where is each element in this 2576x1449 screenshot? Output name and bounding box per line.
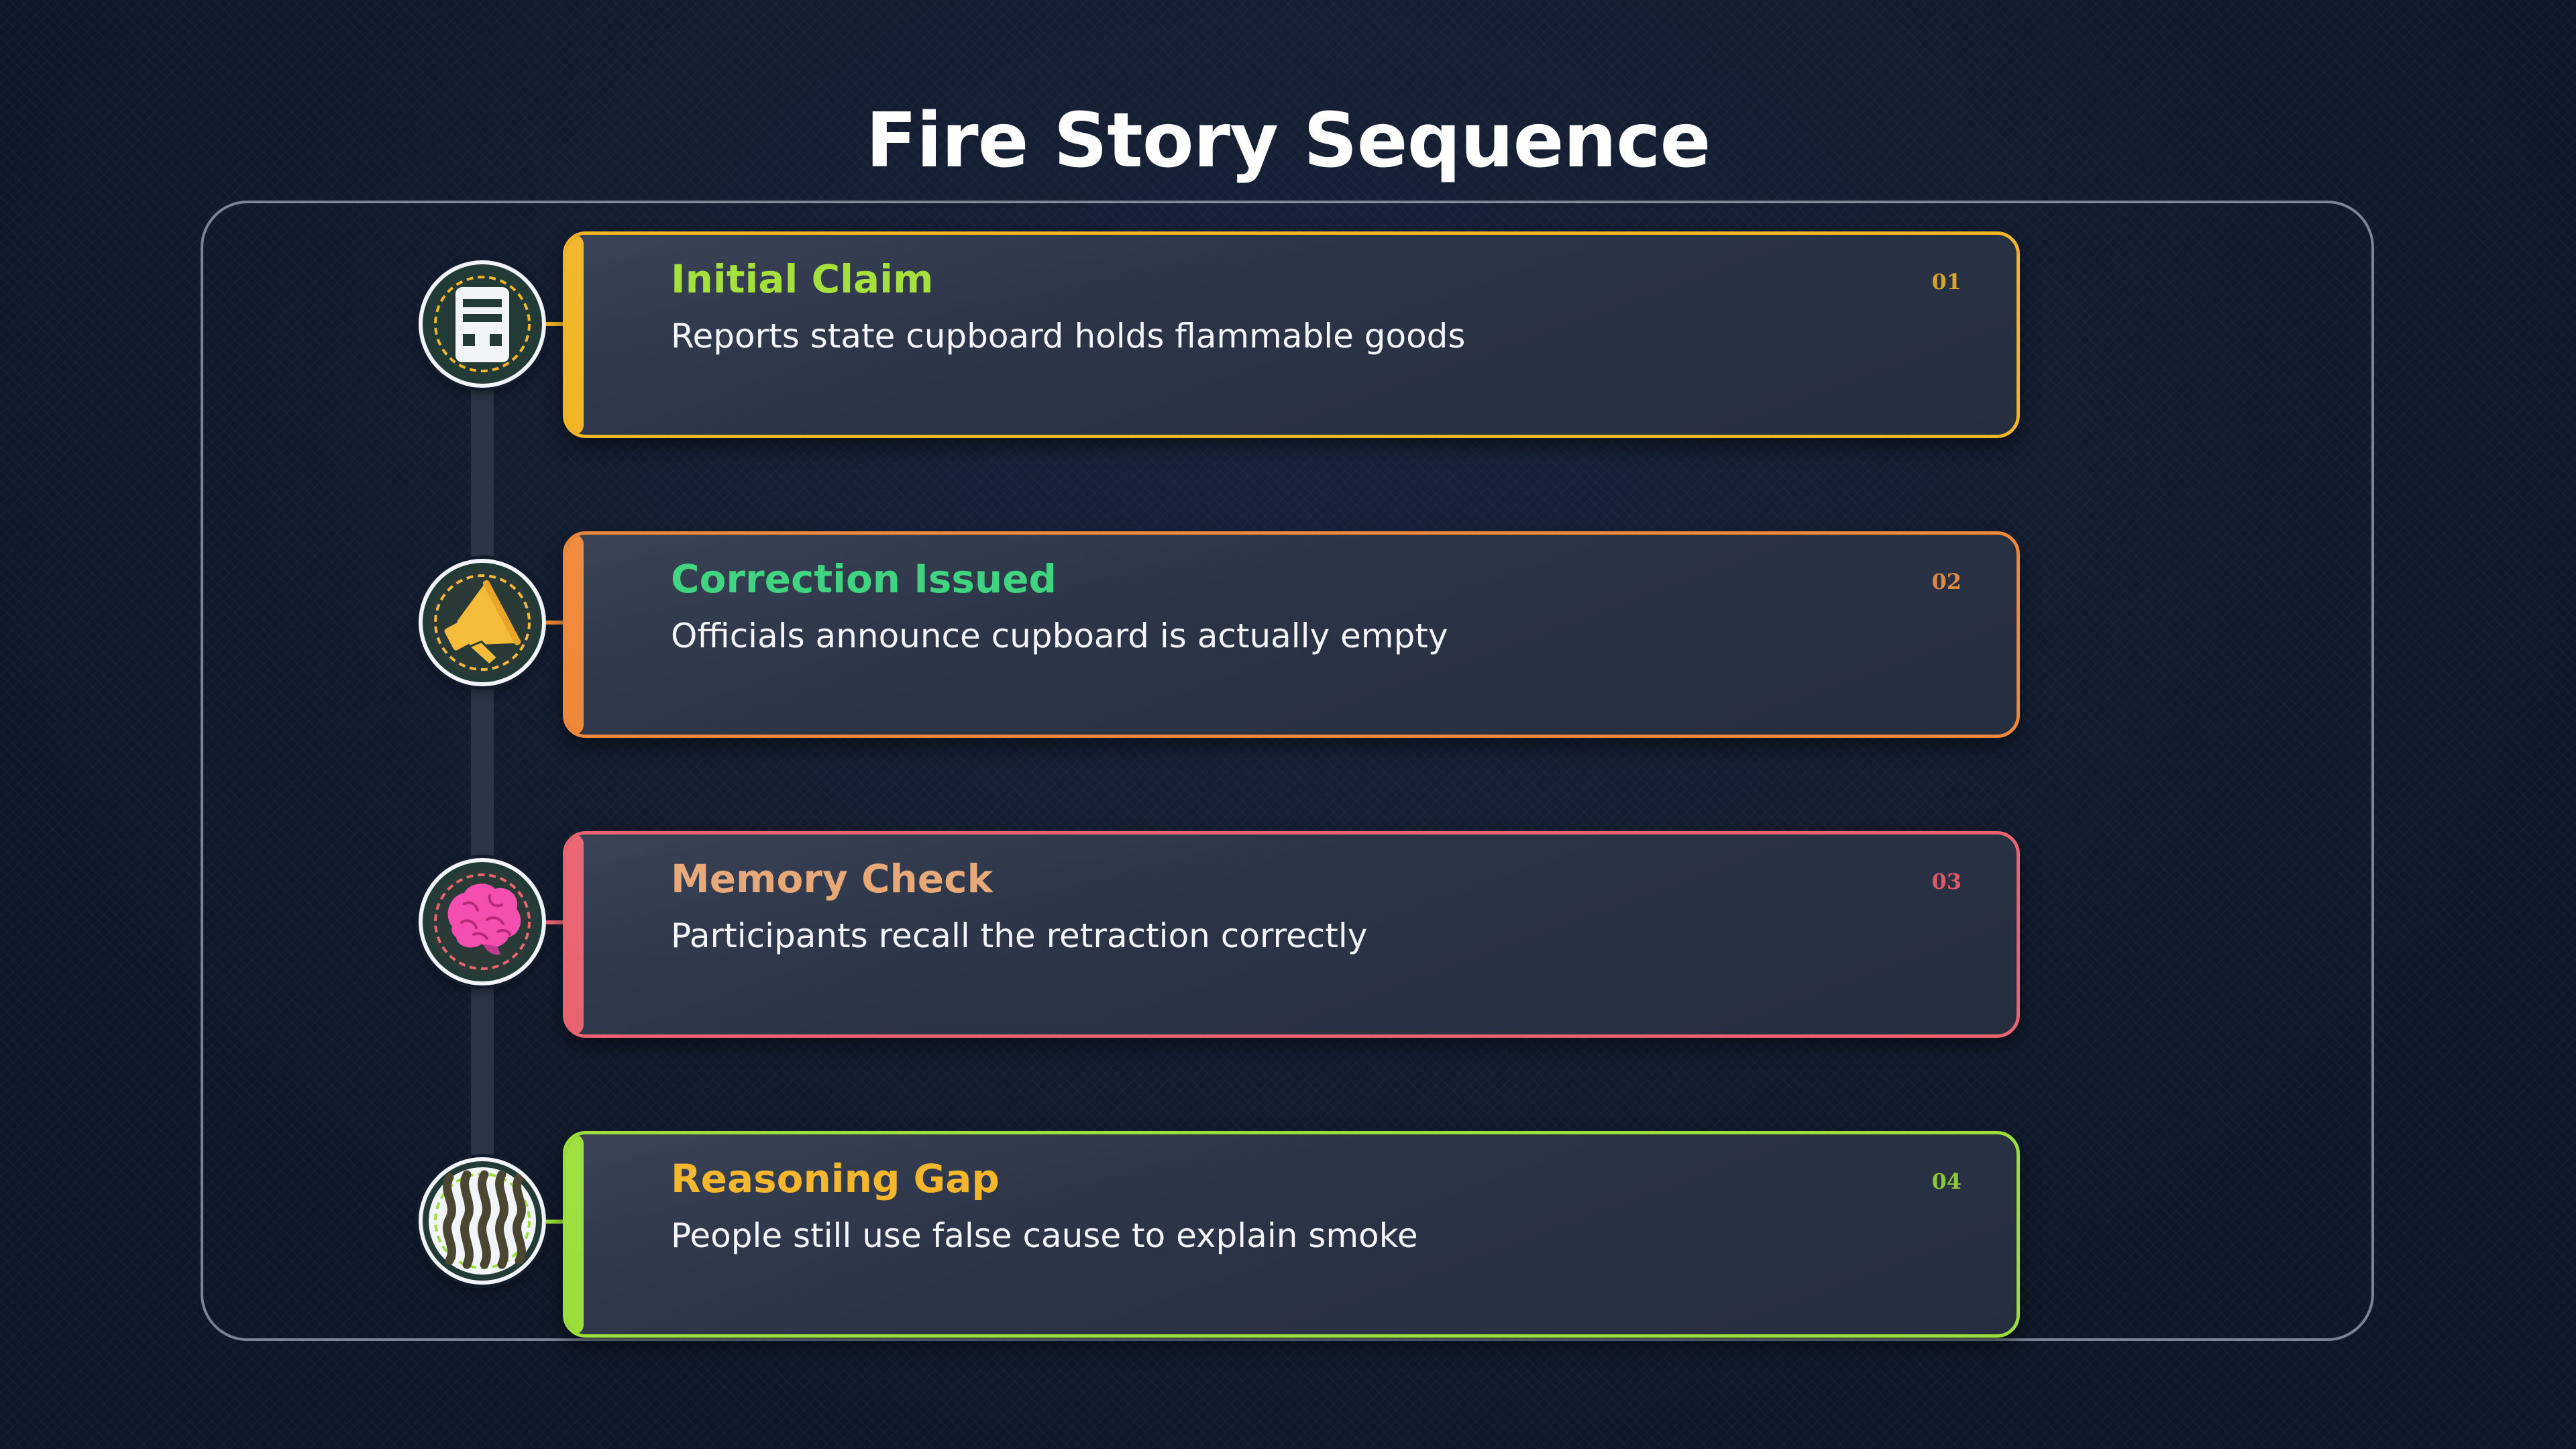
step-2-description: Officials announce cupboard is actually … (671, 616, 1448, 655)
step-3-description: Participants recall the retraction corre… (671, 916, 1368, 955)
smoke-icon (429, 1167, 536, 1275)
step-1-title: Initial Claim (671, 256, 934, 302)
step-3-node (419, 858, 546, 985)
step-3-title: Memory Check (671, 856, 994, 902)
timeline-spine (471, 322, 494, 1228)
step-3-connector (546, 920, 565, 924)
step-2-card: Correction Issued Officials announce cup… (563, 531, 2020, 738)
step-1-node (419, 260, 546, 388)
step-2-number: 02 (1931, 569, 1962, 594)
step-2-title: Correction Issued (671, 556, 1057, 602)
diagram-frame (201, 201, 2374, 1341)
step-1-accent-bar (566, 235, 584, 435)
step-3-accent-bar (566, 835, 584, 1034)
step-3-number: 03 (1931, 869, 1962, 894)
step-4-description: People still use false cause to explain … (671, 1216, 1418, 1255)
step-2-accent-bar (566, 535, 584, 735)
step-4-node (419, 1157, 546, 1285)
megaphone-icon (429, 569, 536, 676)
step-3-card: Memory Check Participants recall the ret… (563, 831, 2020, 1038)
step-4-connector (546, 1220, 565, 1224)
page-title: Fire Story Sequence (865, 97, 1711, 184)
step-4-number: 04 (1931, 1169, 1962, 1194)
step-1-number: 01 (1931, 269, 1962, 294)
step-2-node (419, 559, 546, 686)
step-4-title: Reasoning Gap (671, 1156, 1000, 1201)
step-1-card: Initial Claim Reports state cupboard hol… (563, 231, 2020, 438)
step-1-connector (546, 322, 565, 326)
brain-icon (429, 868, 536, 975)
cupboard-icon (429, 270, 536, 378)
step-1-description: Reports state cupboard holds flammable g… (671, 317, 1466, 356)
step-4-accent-bar (566, 1134, 584, 1334)
step-2-connector (546, 621, 565, 625)
step-4-card: Reasoning Gap People still use false cau… (563, 1131, 2020, 1338)
